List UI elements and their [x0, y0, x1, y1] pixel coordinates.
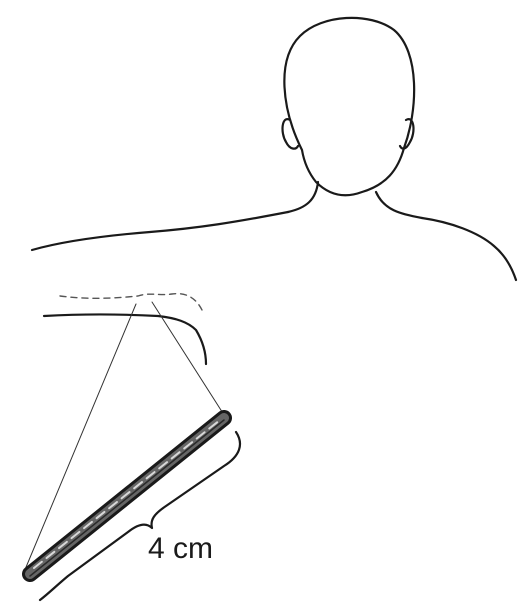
measurement-label: 4 cm — [148, 532, 213, 565]
shoulder-right — [422, 218, 516, 280]
arm-outline — [44, 315, 206, 365]
neck-left — [288, 182, 318, 212]
measurement-brace — [40, 432, 240, 600]
arm-dashed-outline — [60, 294, 202, 310]
shoulder-left — [32, 212, 288, 250]
projection-line-right — [152, 302, 226, 418]
head-outline — [284, 18, 414, 195]
neck-right — [376, 192, 422, 218]
